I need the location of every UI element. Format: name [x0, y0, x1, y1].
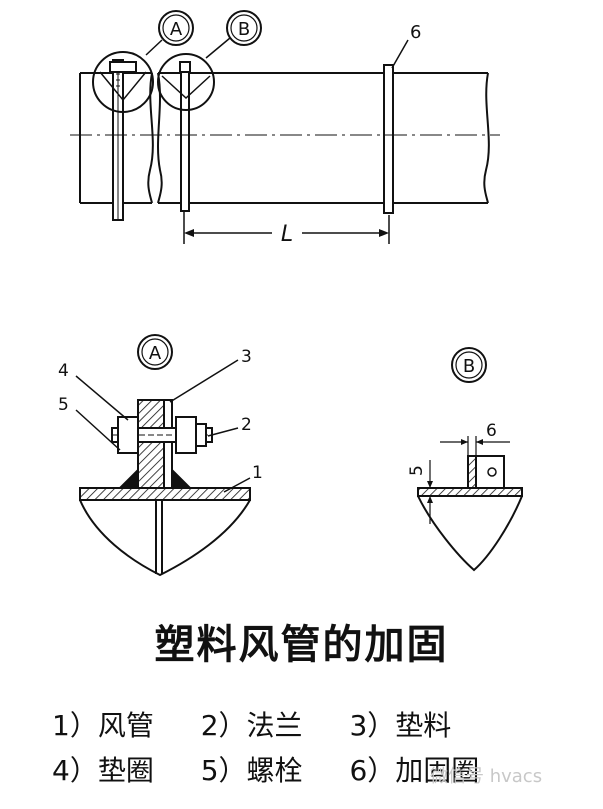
legend-item: 1）风管: [52, 709, 154, 742]
legend-item: 6）加固圈: [349, 754, 480, 787]
detail-a-leaders: [75, 359, 251, 493]
dimension-l: [183, 212, 390, 244]
callout-a: [92, 10, 194, 113]
detail-a-part-5: 5: [58, 395, 69, 415]
detail-b-dim-width: 6: [486, 421, 497, 441]
callout-a-label: A: [170, 19, 183, 40]
detail-a-flange-joint: [79, 399, 251, 577]
detail-b-dim-height: 5: [407, 465, 427, 476]
detail-b-ring: [417, 455, 523, 572]
detail-a-part-4: 4: [58, 361, 69, 381]
callout-b: [157, 10, 262, 111]
duct-side-view: [70, 59, 500, 221]
detail-a-title: A: [149, 343, 162, 364]
part-6-label: 6: [410, 22, 421, 43]
detail-b-title-circle: [451, 347, 487, 383]
legend-item: 3）垫料: [349, 709, 452, 742]
dimension-l-label: L: [281, 222, 293, 247]
detail-b-dimensions: [418, 436, 510, 524]
watermark: 微信号 hvacs: [430, 766, 543, 787]
detail-b-title: B: [463, 356, 475, 377]
legend-item: 2）法兰: [200, 709, 303, 742]
legend-item: 4）垫圈: [52, 754, 154, 787]
callout-b-label: B: [238, 19, 250, 40]
legend-row-1: 1）风管 2）法兰 3）垫料: [52, 704, 592, 744]
legend-row-2: 4）垫圈 5）螺栓 6）加固圈: [52, 749, 592, 789]
legend-item: 5）螺栓: [200, 754, 303, 787]
figure-title: 塑料风管的加固: [154, 622, 449, 668]
part-6-leader: [391, 39, 409, 69]
detail-a-part-2: 2: [241, 415, 252, 435]
detail-a-part-1: 1: [252, 463, 263, 483]
detail-a-part-3: 3: [241, 347, 252, 367]
detail-a-title-circle: [137, 334, 173, 370]
